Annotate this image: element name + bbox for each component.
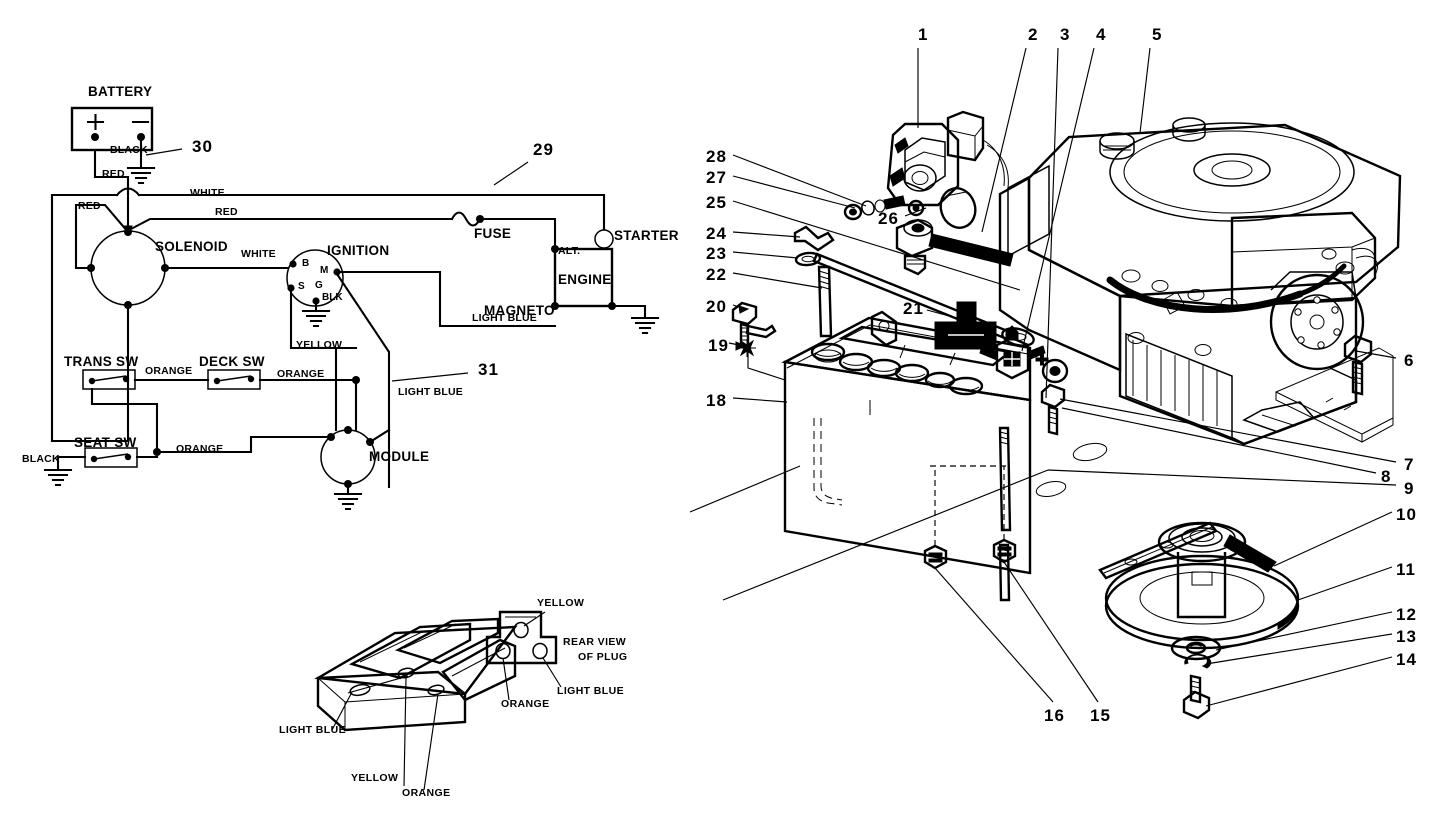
callout-7: 7 (1404, 455, 1414, 474)
battery-symbol (70, 106, 154, 152)
wire-label-orange-trans: ORANGE (145, 365, 192, 377)
wire-label-lightblue-mod: LIGHT BLUE (398, 386, 463, 398)
exploded-view-artwork (689, 47, 1402, 720)
label-seat-sw: SEAT SW (74, 435, 137, 450)
callout-14: 14 (1396, 650, 1417, 669)
label-starter: STARTER (614, 228, 679, 243)
plug-label-lightblue: LIGHT BLUE (279, 724, 346, 736)
callout-3: 3 (1060, 25, 1070, 44)
leader-29 (493, 161, 529, 186)
callout-27: 27 (706, 168, 727, 187)
wire-label-white-main: WHITE (190, 187, 225, 199)
callout-13: 13 (1396, 627, 1417, 646)
callout-6: 6 (1404, 351, 1414, 370)
battery-part (781, 310, 1049, 602)
callout-12: 12 (1396, 605, 1417, 624)
engine-assembly (998, 117, 1402, 446)
terminal-g: G (315, 280, 323, 291)
wire-label-lightblue-mag: LIGHT BLUE (472, 312, 537, 324)
callout-15: 15 (1090, 706, 1111, 725)
plug-detail-artwork (314, 610, 562, 791)
terminal-blk: BLK (322, 292, 343, 303)
wiring-schematic-artwork (43, 106, 660, 511)
label-alt: ALT. (558, 245, 580, 257)
callout-19: 19 (708, 336, 729, 355)
rear-label-orange: ORANGE (501, 698, 550, 710)
callout-24: 24 (706, 224, 727, 243)
callout-28: 28 (706, 147, 727, 166)
pulley-assembly (1098, 521, 1300, 720)
wire-label-red-battery: RED (102, 168, 125, 180)
label-trans-sw: TRANS SW (64, 354, 138, 369)
callout-26: 26 (878, 209, 899, 228)
callout-30: 30 (192, 137, 213, 156)
callout-8: 8 (1381, 467, 1391, 486)
callout-31: 31 (478, 360, 499, 379)
callout-5: 5 (1152, 25, 1162, 44)
terminal-m: M (320, 265, 328, 276)
callout-22: 22 (706, 265, 727, 284)
callout-11: 11 (1396, 560, 1416, 579)
plug-label-yellow: YELLOW (351, 772, 398, 784)
mount-bracket (1275, 334, 1394, 443)
plug-title-line2: OF PLUG (578, 651, 627, 663)
callout-9: 9 (1404, 479, 1414, 498)
exploded-leaders-left (728, 154, 1021, 403)
wire-label-orange-deck: ORANGE (277, 368, 324, 380)
terminal-b: B (302, 258, 309, 269)
wire-label-red-loop: RED (78, 200, 101, 212)
exploded-leaders-bottom (689, 465, 1099, 703)
wire-label-black-battery: BLACK (110, 144, 148, 156)
label-fuse: FUSE (474, 226, 511, 241)
rear-label-lightblue: LIGHT BLUE (557, 685, 624, 697)
elbow-and-bolt (895, 218, 1014, 276)
callout-18: 18 (706, 391, 727, 410)
rear-label-yellow: YELLOW (537, 597, 584, 609)
right-bolts (1035, 358, 1108, 498)
callout-16: 16 (1044, 706, 1065, 725)
callout-21: 21 (903, 299, 924, 318)
label-solenoid: SOLENOID (155, 239, 228, 254)
plug-label-orange: ORANGE (402, 787, 451, 799)
label-engine: ENGINE (558, 272, 612, 287)
small-bolt-and-clip (731, 301, 777, 357)
callout-20: 20 (706, 297, 727, 316)
callout-4: 4 (1096, 25, 1106, 44)
wire-label-black-seat: BLACK (22, 453, 60, 465)
callout-25: 25 (706, 193, 727, 212)
wire-label-white-ign: WHITE (241, 248, 276, 260)
callout-23: 23 (706, 244, 727, 263)
alternator-assembly (843, 110, 1009, 229)
terminal-boot (934, 301, 997, 350)
plug-title-line1: REAR VIEW (563, 636, 626, 648)
label-magneto: MAGNETO (484, 303, 555, 318)
exploded-leaders-top (917, 47, 1151, 399)
callout-2: 2 (1028, 25, 1038, 44)
wire-label-orange-seat: ORANGE (176, 443, 223, 455)
label-deck-sw: DECK SW (199, 354, 265, 369)
wire-label-yellow: YELLOW (296, 339, 342, 351)
label-battery: BATTERY (88, 84, 152, 99)
label-module: MODULE (369, 449, 429, 464)
callout-29: 29 (533, 140, 554, 159)
leader-31 (391, 372, 469, 382)
terminal-s: S (298, 281, 305, 292)
starter-symbol (594, 229, 614, 249)
exploded-leaders-right (1047, 350, 1397, 707)
label-ignition: IGNITION (327, 243, 389, 258)
wire-label-red-fuse: RED (215, 206, 238, 218)
engine-block-symbol (553, 247, 614, 308)
callout-1: 1 (918, 25, 928, 44)
leader-30 (145, 148, 183, 156)
battery-terminal-clamp (979, 325, 1049, 380)
callout-10: 10 (1396, 505, 1417, 524)
